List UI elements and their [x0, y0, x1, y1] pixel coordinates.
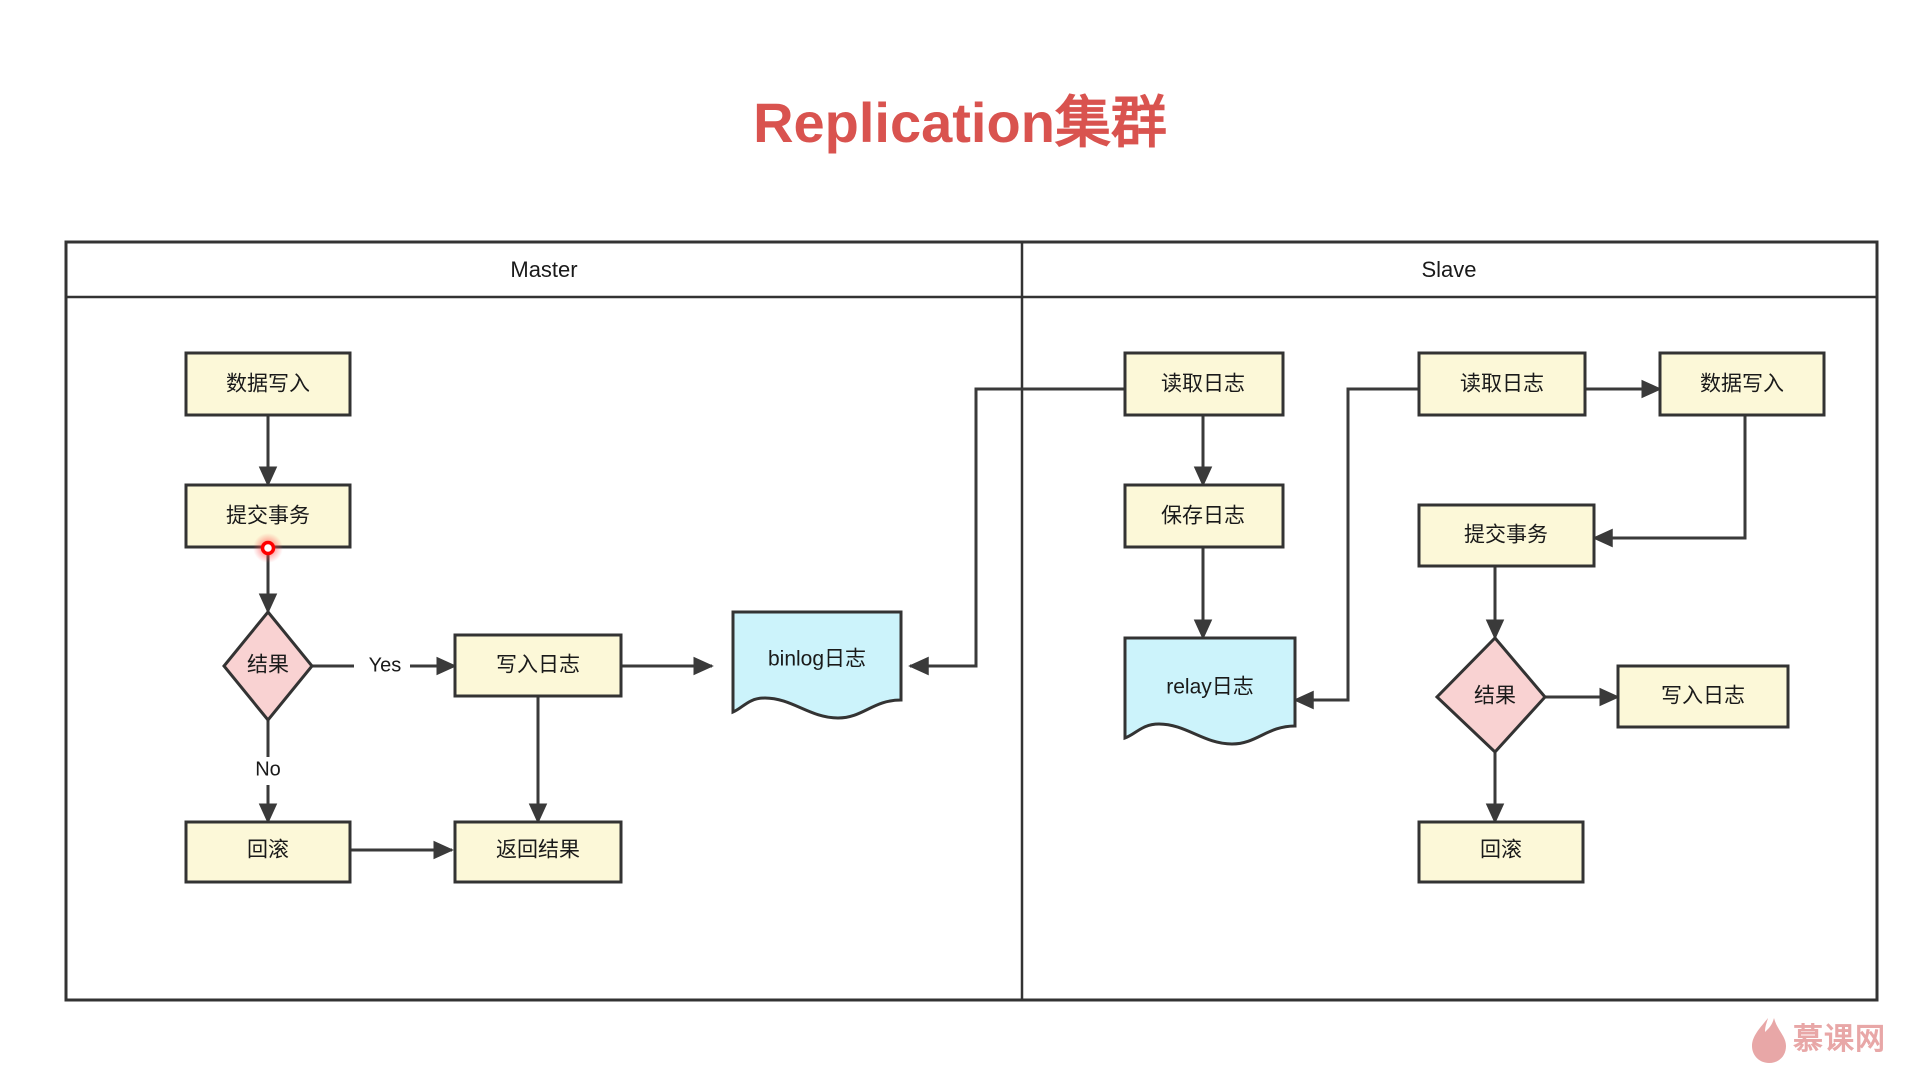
- node-slave-result[interactable]: 结果: [1434, 635, 1547, 755]
- edge-label-yes: Yes: [369, 654, 402, 676]
- node-label: 数据写入: [226, 373, 310, 396]
- node-label: 结果: [1474, 685, 1516, 708]
- node-slave-data-write[interactable]: 数据写入: [1658, 351, 1826, 417]
- edge-binlog-to-slave-readlog: [908, 387, 1125, 676]
- node-label: 写入日志: [496, 654, 580, 677]
- node-label: 读取日志: [1460, 373, 1544, 396]
- node-label: 数据写入: [1700, 373, 1784, 396]
- node-slave-write-log[interactable]: 写入日志: [1616, 664, 1790, 729]
- node-slave-relay-log[interactable]: relay日志: [1123, 636, 1297, 746]
- node-label: 提交事务: [226, 505, 310, 528]
- lane-header-master: Master: [510, 257, 577, 282]
- flame-icon: [1752, 1018, 1786, 1063]
- watermark: 慕课网: [1752, 1018, 1886, 1063]
- node-slave-save-log[interactable]: 保存日志: [1123, 483, 1285, 549]
- edge-datawrite-to-commit-slave: [1592, 415, 1747, 548]
- watermark-text: 慕课网: [1793, 1023, 1886, 1056]
- slave-connectors: [1193, 379, 1747, 824]
- node-master-write-log[interactable]: 写入日志: [453, 633, 623, 698]
- lane-label-master: Master: [510, 257, 577, 282]
- node-master-result[interactable]: 结果: [222, 609, 314, 723]
- node-label: 保存日志: [1161, 505, 1245, 528]
- edge-relay-to-slave-readlog-sql: [1293, 387, 1419, 710]
- node-label: 读取日志: [1161, 373, 1245, 396]
- node-label: binlog日志: [768, 648, 866, 671]
- node-slave-commit-tx[interactable]: 提交事务: [1417, 503, 1596, 568]
- node-slave-rollback[interactable]: 回滚: [1417, 820, 1585, 884]
- node-slave-read-log-sql[interactable]: 读取日志: [1417, 351, 1587, 417]
- node-label: 提交事务: [1464, 524, 1548, 547]
- cross-lane-connectors: [908, 387, 1125, 676]
- node-master-return-result[interactable]: 返回结果: [453, 820, 623, 884]
- node-master-data-write[interactable]: 数据写入: [184, 351, 352, 417]
- node-label: relay日志: [1166, 676, 1254, 699]
- page-title: Replication集群: [753, 91, 1167, 154]
- node-label: 回滚: [1480, 839, 1522, 862]
- node-slave-read-log-io[interactable]: 读取日志: [1123, 351, 1285, 417]
- node-label: 回滚: [247, 839, 289, 862]
- master-connectors: [258, 415, 714, 860]
- node-label: 结果: [247, 654, 289, 677]
- node-label: 返回结果: [496, 839, 580, 862]
- node-master-rollback[interactable]: 回滚: [184, 820, 352, 884]
- node-master-binlog[interactable]: binlog日志: [731, 610, 903, 720]
- node-label: 写入日志: [1661, 685, 1745, 708]
- connection-endpoint-marker[interactable]: [253, 533, 283, 563]
- swimlane-frame: [64, 240, 1879, 1002]
- lane-header-slave: Slave: [1421, 257, 1476, 282]
- lane-label-slave: Slave: [1421, 257, 1476, 282]
- edge-label-no: No: [255, 758, 281, 780]
